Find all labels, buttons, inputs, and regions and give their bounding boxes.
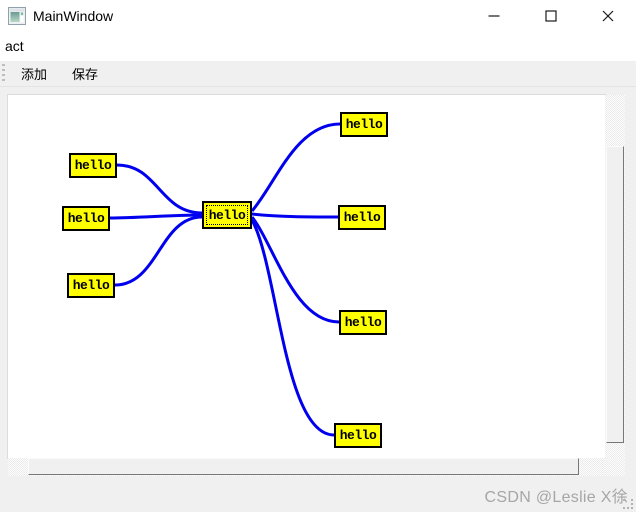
horizontal-scrollbar[interactable] <box>8 458 605 476</box>
maximize-icon <box>544 10 557 22</box>
edge-curve <box>251 212 339 219</box>
node-right-lower[interactable]: hello <box>339 310 387 335</box>
node-left-top[interactable]: hello <box>69 153 117 178</box>
menu-item-act[interactable]: act <box>5 38 24 54</box>
minimize-button[interactable] <box>465 0 522 32</box>
toolbar-handle[interactable] <box>2 63 5 84</box>
close-button[interactable] <box>579 0 636 32</box>
titlebar: MainWindow <box>0 0 636 32</box>
app-icon <box>8 7 26 25</box>
window-controls <box>465 0 636 32</box>
node-right-middle[interactable]: hello <box>338 205 386 230</box>
node-right-top[interactable]: hello <box>340 112 388 137</box>
menubar: act <box>0 32 636 61</box>
node-left-bottom[interactable]: hello <box>67 273 115 298</box>
window-title: MainWindow <box>33 8 114 24</box>
statusbar: CSDN @Leslie X徐 <box>0 478 636 512</box>
node-left-middle[interactable]: hello <box>62 206 110 231</box>
maximize-button[interactable] <box>522 0 579 32</box>
edge-curve <box>114 215 203 287</box>
edge-curve <box>250 219 335 437</box>
minimize-icon <box>488 15 499 17</box>
vertical-scrollbar[interactable] <box>605 95 625 458</box>
edge-curve <box>116 163 203 215</box>
scene[interactable]: hello hello hello hello hello hello hello hello <box>7 94 606 459</box>
edge-curves <box>109 122 341 437</box>
close-icon <box>602 10 613 22</box>
edge-curve <box>109 213 203 220</box>
edge-curve <box>250 216 340 324</box>
scrollbar-corner <box>605 458 625 476</box>
vertical-scrollbar-thumb[interactable] <box>606 146 624 443</box>
toolbar: 添加 保存 <box>0 61 636 87</box>
toolbar-button-add[interactable]: 添加 <box>11 60 57 87</box>
edge-curve <box>250 122 341 212</box>
graphics-view: hello hello hello hello hello hello hello hello <box>0 87 636 478</box>
node-center[interactable]: hello <box>202 201 252 229</box>
size-grip-icon[interactable] <box>623 499 633 509</box>
node-right-bottom[interactable]: hello <box>334 423 382 448</box>
watermark-text: CSDN @Leslie X徐 <box>484 489 628 506</box>
toolbar-button-save[interactable]: 保存 <box>62 60 108 87</box>
horizontal-scrollbar-thumb[interactable] <box>28 458 579 475</box>
